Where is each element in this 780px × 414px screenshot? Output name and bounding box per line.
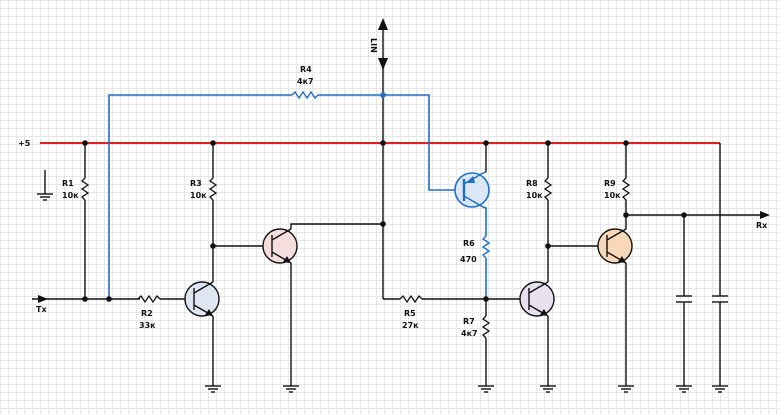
transistor-q3 [454,172,490,208]
resistor-r7 [481,315,491,339]
junction-dot [210,243,216,249]
resistor-r6 [481,235,491,259]
junction-dot [380,221,386,227]
r4-value: 4к7 [297,77,314,86]
r3-name: R3 [190,179,202,188]
ground-symbol [712,385,728,393]
ground-symbol [283,385,299,393]
ground-symbol [618,385,634,393]
r8-value: 10к [526,191,543,200]
ground-symbol [478,385,494,393]
junction-dot [82,296,88,302]
transistor-q1 [184,281,220,317]
junction-dot [380,92,386,98]
resistor-r1 [80,143,90,299]
junction-dot [545,243,551,249]
r8-name: R8 [526,179,538,188]
capacitor-c1 [676,215,692,386]
q3-collector-wire [482,206,487,236]
tx-label: Tx [36,305,47,314]
ground-symbol [676,385,692,393]
r9-value: 10к [604,191,621,200]
junction-dot [681,212,687,218]
rx-label: Rx [756,221,768,230]
q2-collector-wire [290,223,383,229]
capacitor-c2 [712,143,728,386]
junction-dot [483,140,489,146]
transistor-q4 [519,281,555,317]
resistor-r8 [543,177,553,201]
transistor-q2 [262,228,298,264]
r6-value: 470 [460,255,477,264]
r6-name: R6 [463,239,475,248]
r3-value: 10к [190,191,207,200]
r2-value: 33к [139,321,156,330]
junction-dot [545,140,551,146]
ground-symbol [205,385,221,393]
resistor-r5 [399,294,423,304]
junction-dot [210,140,216,146]
r7-name: R7 [463,317,475,326]
lin-bus-line [378,18,388,299]
q3-emitter-stub [482,171,487,174]
ground-symbol [540,385,556,393]
junction-dot [106,296,112,302]
transistor-q5 [597,228,633,264]
r9-name: R9 [604,179,616,188]
resistor-r2 [137,294,188,304]
r1-value: 10к [62,191,79,200]
r5-name: R5 [404,309,416,318]
vplus-label: +5 [18,139,31,148]
resistor-r3 [208,177,218,201]
r4-name: R4 [300,65,312,74]
rx-output-line [626,211,770,219]
junction-dot [623,212,629,218]
r4-feedback-path [108,90,458,299]
r1-name: R1 [62,179,74,188]
junction-dot [483,296,489,302]
junction-dot [82,140,88,146]
junction-dot [380,140,386,146]
lin-label: LIN [369,38,378,53]
r2-name: R2 [141,309,153,318]
r5-value: 27к [402,321,419,330]
resistor-r9 [621,177,631,201]
r7-value: 4к7 [461,329,478,338]
ground-symbol-left [37,170,53,201]
junction-dot [623,140,629,146]
